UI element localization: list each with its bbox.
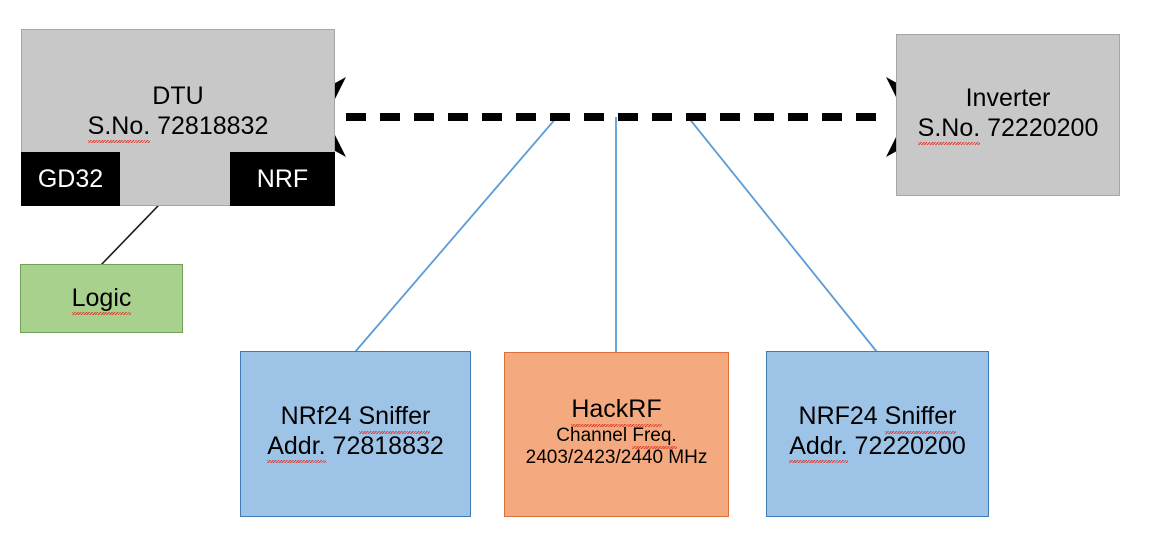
sniffer-left-title-b: Sniffer <box>358 402 431 433</box>
sniffer-left-title: NRf24 Sniffer <box>280 402 431 433</box>
sniffer-right-addr: Addr. 72220200 <box>789 431 966 463</box>
dtu-title: DTU <box>152 82 204 110</box>
nrf-label: NRF <box>256 164 309 193</box>
node-gd32[interactable]: GD32 <box>21 152 120 206</box>
hackrf-title-text: HackRF <box>571 395 662 426</box>
sniffer-right-title: NRF24 Sniffer <box>798 402 957 433</box>
hackrf-frequencies: 2403/2423/2440 MHz <box>525 446 708 468</box>
sniffer-right-title-b: Sniffer <box>884 402 957 433</box>
node-inverter[interactable]: Inverter S.No. 72220200 <box>896 34 1120 196</box>
connector-sniffer-right-tap <box>687 116 878 353</box>
sniffer-right-title-a: NRF24 <box>798 402 878 430</box>
dtu-serial-value: 72818832 <box>157 111 269 140</box>
node-hackrf[interactable]: HackRF Channel Freq. 2403/2423/2440 MHz <box>504 352 729 517</box>
node-nrf[interactable]: NRF <box>230 152 335 206</box>
dtu-serial: S.No. 72818832 <box>87 111 269 143</box>
inverter-serial: S.No. 72220200 <box>917 113 1099 145</box>
node-sniffer-right[interactable]: NRF24 Sniffer Addr. 72220200 <box>766 351 989 517</box>
sniffer-left-addr: Addr. 72818832 <box>267 431 444 463</box>
node-sniffer-left[interactable]: NRf24 Sniffer Addr. 72818832 <box>240 351 471 517</box>
hackrf-channel-word: Channel <box>556 424 628 446</box>
dtu-serial-prefix: S.No. <box>87 111 151 143</box>
sniffer-left-title-a: NRf24 <box>280 402 352 430</box>
inverter-title: Inverter <box>965 84 1051 112</box>
hackrf-title: HackRF <box>571 395 662 426</box>
connector-sniffer-left-tap <box>354 116 558 353</box>
hackrf-channel-label: Channel Freq. <box>556 424 678 450</box>
node-logic[interactable]: Logic <box>20 264 183 333</box>
gd32-label: GD32 <box>37 164 104 193</box>
sniffer-left-addr-value: 72818832 <box>332 431 444 460</box>
sniffer-left-addr-label: Addr. <box>267 431 326 463</box>
inverter-serial-prefix: S.No. <box>917 113 981 145</box>
sniffer-right-addr-value: 72220200 <box>854 431 966 460</box>
inverter-serial-value: 72220200 <box>987 113 1099 142</box>
hackrf-freq-word: Freq. <box>632 424 678 450</box>
logic-label: Logic <box>71 283 132 315</box>
sniffer-right-addr-label: Addr. <box>789 431 848 463</box>
